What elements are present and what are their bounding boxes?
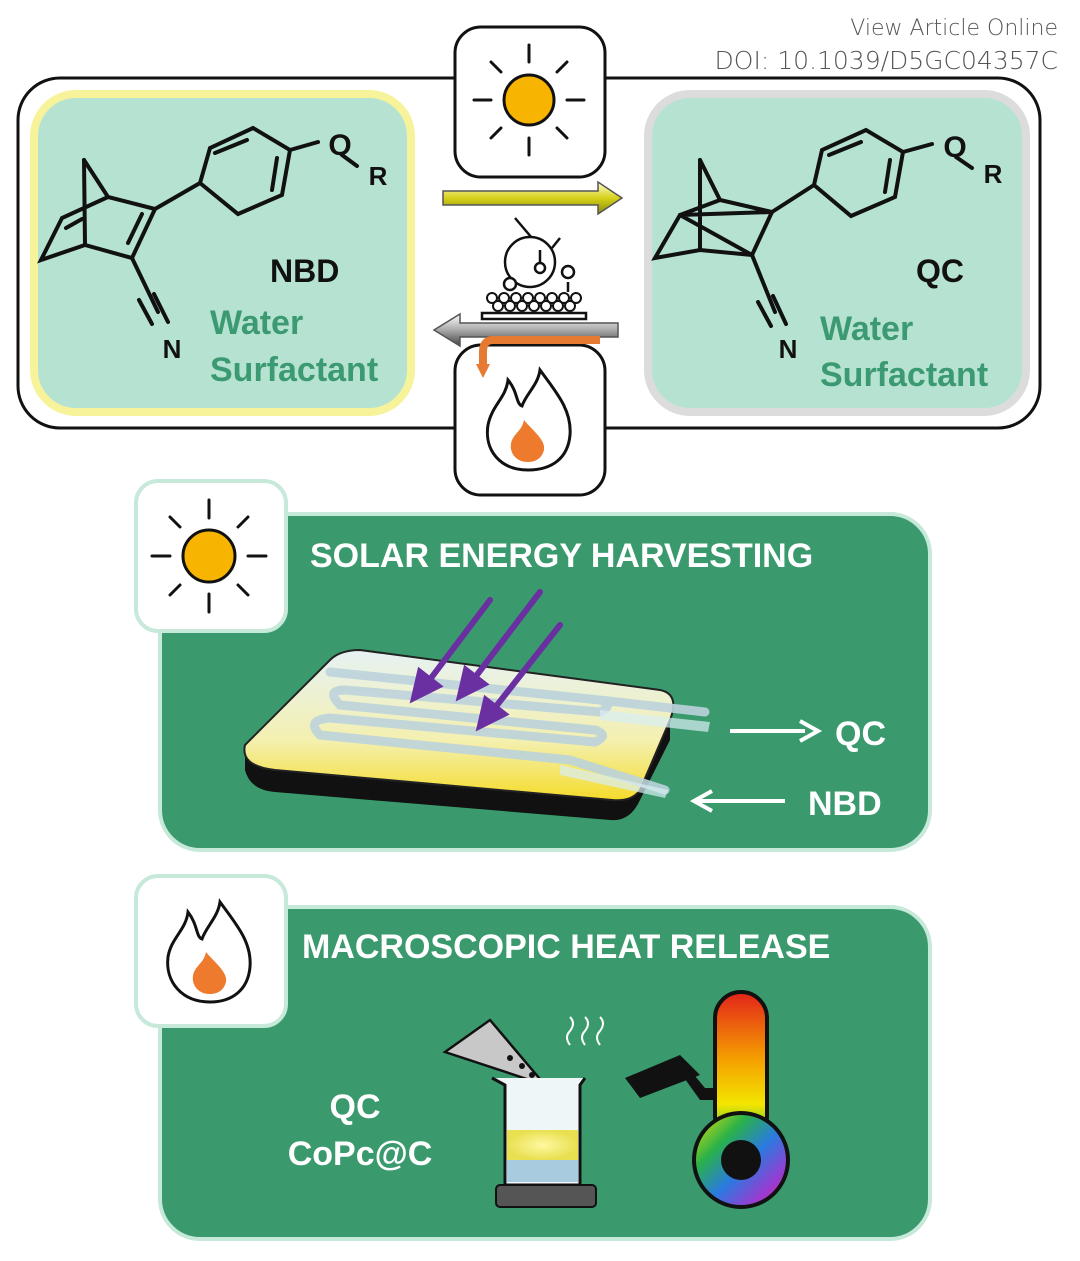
nbd-structure: [37, 125, 359, 326]
sun-box: [453, 25, 607, 179]
doi-link[interactable]: DOI: 10.1039/D5GC04357C: [714, 46, 1058, 75]
medium-water: Water: [210, 304, 303, 342]
medium-surfactant: Surfactant: [820, 356, 988, 394]
atom-r: R: [369, 161, 388, 191]
input-arrow-icon: [689, 789, 785, 813]
catalyst-icon: [480, 217, 588, 321]
heat-title: MACROSCOPIC HEAT RELEASE: [302, 928, 830, 966]
ir-camera-icon: [625, 1055, 715, 1100]
atom-o: O: [328, 129, 351, 162]
sun-icon: [472, 43, 586, 157]
beaker-setup: [442, 1016, 604, 1208]
qc-structure: [651, 127, 974, 328]
heat-icon-box: [134, 874, 288, 1028]
thermometer-icon: [692, 990, 790, 1209]
qc-box: O R N QC Water Surfactant: [644, 90, 1030, 416]
flame-icon: [166, 898, 252, 1004]
input-nbd-label: NBD: [808, 785, 882, 823]
output-arrow-icon: [730, 719, 823, 743]
atom-o: O: [943, 131, 966, 164]
light-arrows: [409, 589, 563, 732]
atom-r: R: [984, 159, 1003, 189]
heat-panel: MACROSCOPIC HEAT RELEASE QC CoPc@C: [158, 905, 932, 1241]
flame-icon: [485, 366, 572, 472]
solar-icon-box: [134, 479, 288, 633]
reagent-qc: QC: [330, 1088, 381, 1126]
qc-label: QC: [916, 253, 964, 289]
medium-water: Water: [820, 310, 913, 348]
reagent-catalyst: CoPc@C: [288, 1135, 433, 1173]
sun-icon: [150, 498, 268, 614]
output-qc-label: QC: [835, 715, 886, 753]
nbd-box: O R N NBD Water Surfactant: [30, 90, 415, 416]
atom-n: N: [163, 334, 182, 364]
fire-box: [453, 336, 607, 497]
solar-title: SOLAR ENERGY HARVESTING: [310, 537, 813, 575]
nbd-label: NBD: [270, 253, 339, 289]
atom-n: N: [779, 334, 798, 364]
medium-surfactant: Surfactant: [210, 351, 378, 389]
forward-arrow: [442, 180, 624, 216]
solar-panel: SOLAR ENERGY HARVESTING QC NBD: [158, 512, 932, 852]
view-article-online-link[interactable]: View Article Online: [850, 16, 1058, 41]
flow-device: [243, 648, 710, 821]
